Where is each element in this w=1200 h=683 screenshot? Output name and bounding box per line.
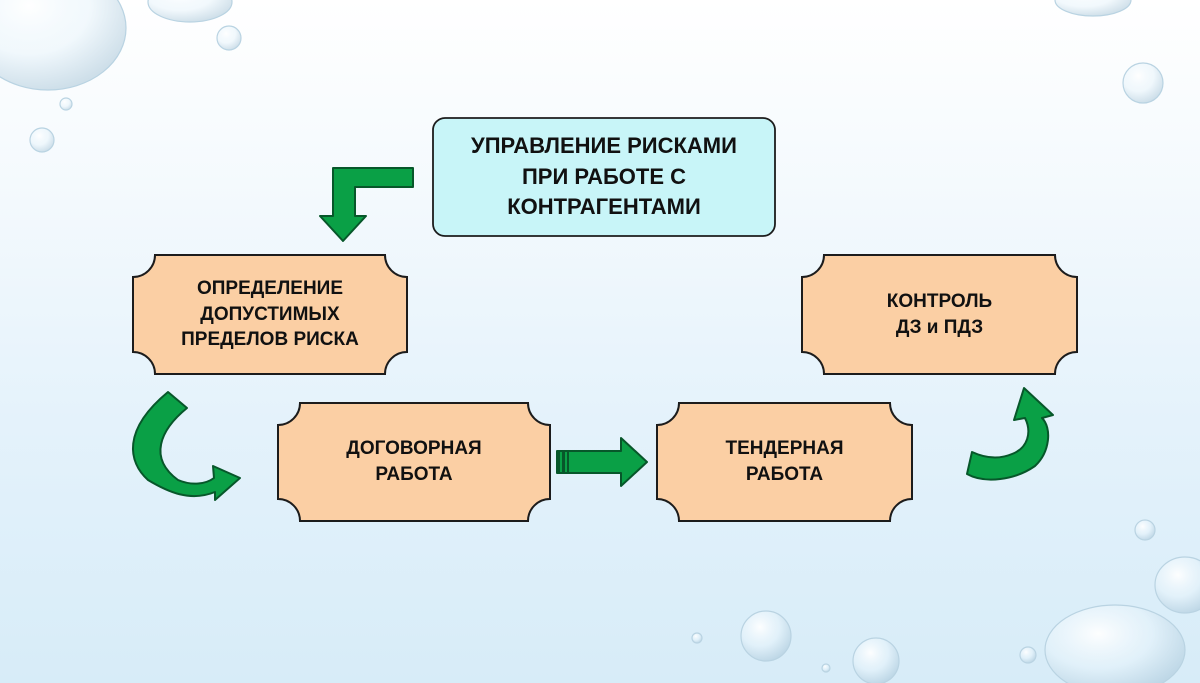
water-drop [852,637,900,683]
limits-box [132,254,408,375]
curved-arrow-left [131,391,241,501]
water-drop [821,663,831,673]
arrow-tail-stripes [557,451,569,473]
water-drop [1134,519,1156,541]
water-drop [1019,646,1037,664]
contract-box [277,402,551,522]
water-drop [1054,0,1132,17]
water-drop [0,0,127,91]
water-drop [147,0,233,23]
title-box [432,117,776,237]
water-drop [29,127,55,153]
control-box [801,254,1078,375]
water-drop [216,25,242,51]
bent-arrow-down [319,167,414,242]
tender-box [656,402,913,522]
water-drop [740,610,792,662]
straight-arrow-right [556,437,648,487]
curved-arrow-right [966,387,1054,481]
water-drop [1122,62,1164,104]
water-drop [1044,604,1186,683]
water-drop [1154,556,1200,614]
water-drop [59,97,73,111]
water-drop [691,632,703,644]
